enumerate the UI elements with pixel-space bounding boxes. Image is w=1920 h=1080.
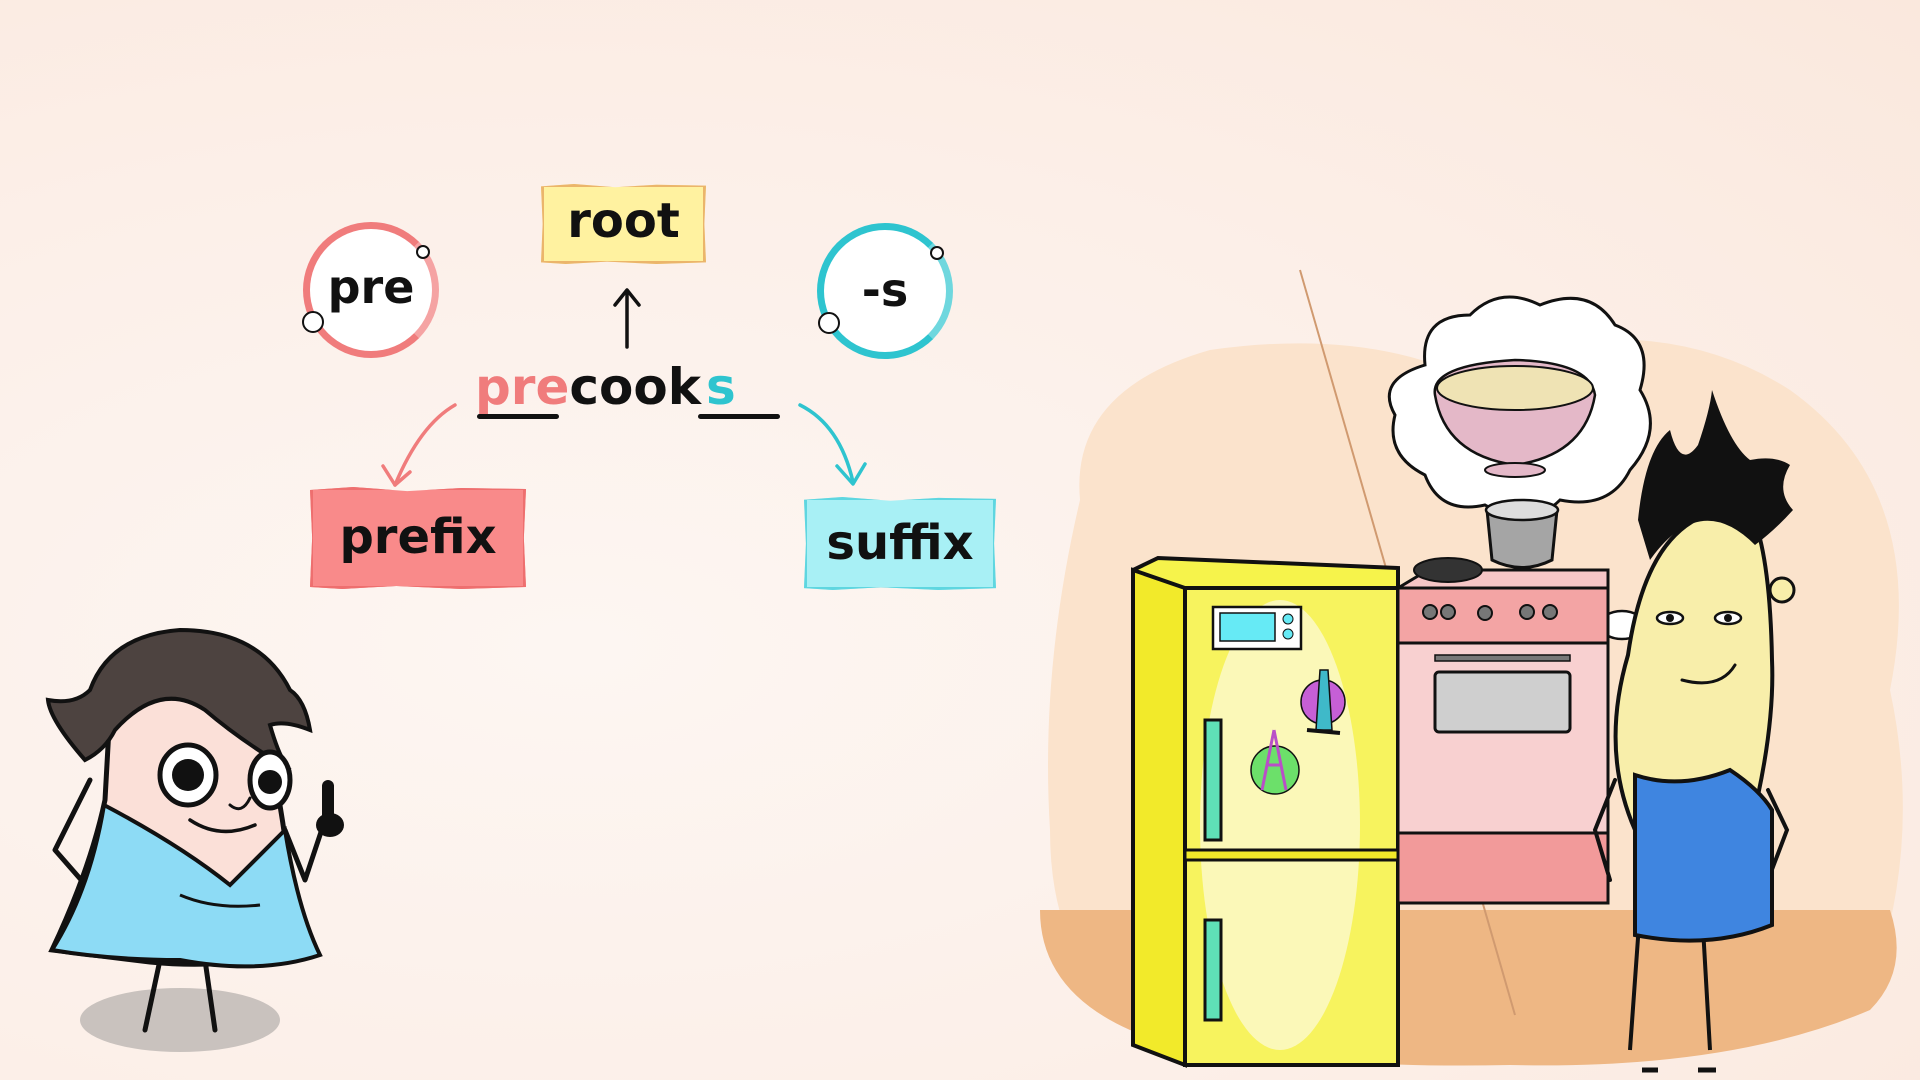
- kitchen-scene-illustration: [1040, 269, 1903, 1073]
- prefix-box-label: prefix: [339, 509, 497, 565]
- example-word: precook: [475, 358, 701, 416]
- root-box: root: [541, 184, 706, 264]
- circle-handle-icon: [416, 245, 430, 259]
- prefix-box: prefix: [310, 487, 526, 589]
- circle-handle-icon: [818, 312, 840, 334]
- circle-handle-icon: [930, 246, 944, 260]
- circle-handle-icon: [302, 311, 324, 333]
- suffix-circle: -s: [817, 223, 953, 359]
- suffix-circle-label: -s: [861, 263, 909, 317]
- prefix-underline: [477, 414, 559, 419]
- prefix-circle: pre: [302, 222, 439, 358]
- word-suffix-part: s: [706, 358, 736, 416]
- curved-arrow-suffix-icon: [798, 403, 867, 486]
- suffix-underline: [698, 414, 780, 419]
- word-root-part: cook: [569, 358, 701, 416]
- suffix-box-label: suffix: [826, 514, 974, 571]
- root-box-label: root: [567, 193, 680, 249]
- arrow-up-icon: [613, 288, 641, 349]
- word-prefix-part: pre: [475, 358, 570, 416]
- suffix-box: suffix: [804, 497, 996, 590]
- girl-character-illustration: [45, 627, 344, 1052]
- curved-arrow-prefix-icon: [381, 403, 457, 487]
- prefix-circle-label: pre: [327, 260, 415, 314]
